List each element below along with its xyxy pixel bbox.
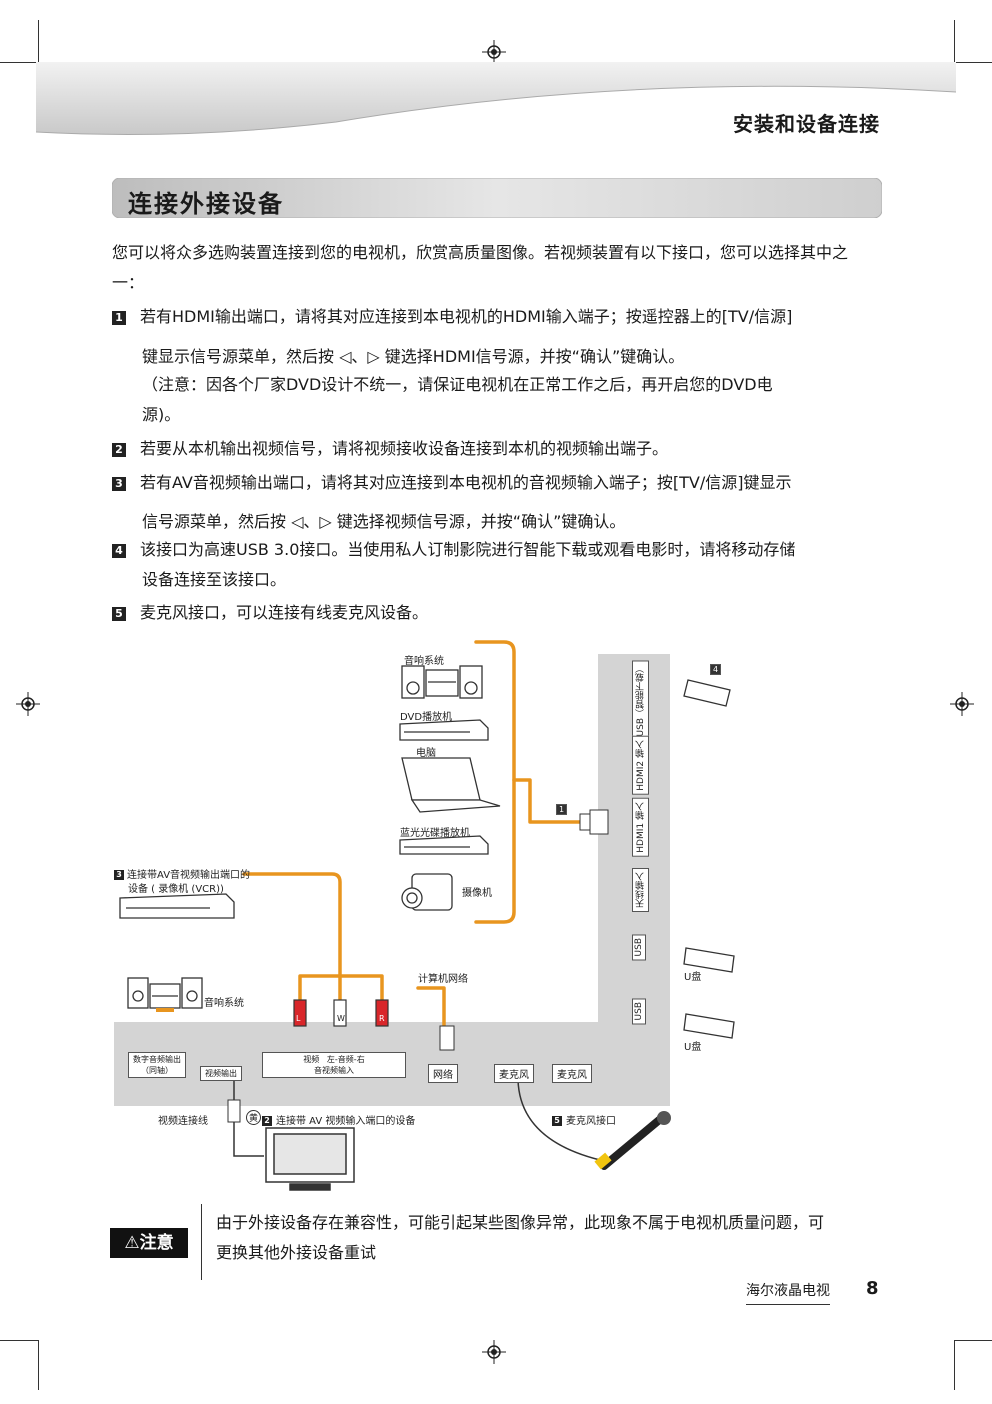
port-label: 音视频输入 — [314, 1066, 354, 1075]
item-text: 若有HDMI输出端口，请将其对应连接到本电视机的HDMI输入端子；按遥控器上的[… — [140, 307, 793, 326]
plug-label: L — [296, 1014, 301, 1023]
usb-disk-label: U盘 — [684, 972, 702, 983]
section-title: 连接外接设备 — [128, 190, 284, 218]
item-number: 4 — [112, 544, 126, 558]
port-label: 数字音频输出 — [133, 1055, 181, 1064]
audio-system-label: 音响系统 — [204, 998, 244, 1009]
item-number: 3 — [112, 477, 126, 491]
item-text: （注意：因各个厂家DVD设计不统一，请保证电视机在正常工作之后，再开启您的DVD… — [142, 375, 773, 394]
intro-text: 您可以将众多选购装置连接到您的电视机，欣赏高质量图像。若视频装置有以下接口，您可… — [112, 243, 849, 292]
port-hdmi1: HDMI1 输入 — [632, 798, 649, 857]
mic-label: 5 麦克风接口 — [552, 1112, 616, 1127]
port-usb: USB — [632, 998, 646, 1025]
item-number: 2 — [112, 443, 126, 457]
port-antenna: 天线输入 — [632, 868, 649, 912]
item-text: 麦克风接口，可以连接有线麦克风设备。 — [140, 603, 429, 622]
label-text: 连接带 AV 视频输入端口的设备 — [276, 1116, 416, 1127]
port-label: 视频 — [303, 1055, 320, 1064]
item-text: 键显示信号源菜单，然后按 ◁、▷ 键选择HDMI信号源，并按“确认”键确认。 — [142, 347, 685, 366]
video-cable-label: 视频连接线 — [158, 1116, 208, 1127]
registration-mark-icon — [482, 1340, 506, 1364]
warning-icon: ⚠ — [124, 1233, 140, 1253]
note-badge-label: 注意 — [139, 1233, 174, 1253]
badge: 1 — [556, 804, 568, 815]
network-label: 计算机网络 — [418, 974, 468, 985]
mic-port: 麦克风 — [494, 1064, 534, 1083]
list-item: 4 该接口为高速USB 3.0接口。当使用私人订制影院进行智能下载或观看电影时，请… — [112, 535, 872, 565]
digital-audio-out-port: 数字音频输出 （同轴） — [128, 1052, 186, 1078]
av-input-port: 视频 左-音频-右 音视频输入 — [262, 1052, 406, 1078]
mic-port: 麦克风 — [552, 1064, 592, 1083]
crop-mark — [0, 62, 38, 63]
network-port: 网络 — [428, 1064, 458, 1083]
section-title-bar — [112, 178, 882, 218]
plug-label: W — [337, 1014, 345, 1023]
crop-mark — [0, 1340, 38, 1341]
usb-disk-label: U盘 — [684, 1042, 702, 1053]
footer-brand: 海尔液晶电视 — [746, 1280, 830, 1305]
item-text: 源)。 — [142, 405, 181, 424]
registration-mark-icon — [950, 692, 974, 716]
port-label: 左 — [326, 1055, 335, 1064]
port-hdmi2: HDMI2 输入 — [632, 736, 649, 795]
note-line-2: 更换其他外接设备重试 — [216, 1243, 377, 1262]
item-text: 设备连接至该接口。 — [142, 570, 287, 589]
crop-mark — [38, 20, 39, 62]
camcorder-label: 摄像机 — [462, 888, 492, 899]
port-label: （同轴） — [141, 1066, 173, 1075]
av-output-device-label: 2 连接带 AV 视频输入端口的设备 — [262, 1112, 415, 1127]
note-badge: ⚠注意 — [110, 1228, 188, 1258]
page-number: 8 — [866, 1278, 879, 1299]
audio-system-label: 音响系统 — [404, 656, 444, 667]
badge: 3 — [114, 870, 124, 880]
plug-label: R — [379, 1014, 385, 1023]
av-device-line: 设备 ( 录像机 (VCR)) — [128, 884, 224, 895]
item-text: 该接口为高速USB 3.0接口。当使用私人订制影院进行智能下载或观看电影时，请将… — [140, 540, 796, 559]
item-text: 若有AV音视频输出端口，请将其对应连接到本电视机的音视频输入端子；按[TV/信源… — [140, 473, 792, 492]
registration-mark-icon — [482, 40, 506, 64]
item-text: 若要从本机输出视频信号，请将视频接收设备连接到本机的视频输出端子。 — [140, 439, 669, 458]
bluray-label: 蓝光光碟播放机 — [400, 828, 470, 839]
note-text: 由于外接设备存在兼容性，可能引起某些图像异常，此现象不属于电视机质量问题，可 更… — [216, 1208, 886, 1268]
list-item: 1 若有HDMI输出端口，请将其对应连接到本电视机的HDMI输入端子；按遥控器上的… — [112, 302, 872, 332]
item-number: 5 — [112, 607, 126, 621]
note-line-1: 由于外接设备存在兼容性，可能引起某些图像异常，此现象不属于电视机质量问题，可 — [216, 1213, 825, 1232]
badge: 4 — [710, 664, 722, 675]
port-label: 右 — [356, 1055, 365, 1064]
header-swoosh — [36, 62, 956, 135]
av-device-line: 连接带AV音视频输出端口的 — [127, 870, 251, 881]
list-item: 2 若要从本机输出视频信号，请将视频接收设备连接到本机的视频输出端子。 — [112, 434, 872, 464]
item-text: 信号源菜单，然后按 ◁、▷ 键选择视频信号源，并按“确认”键确认。 — [142, 512, 626, 531]
dvd-player-label: DVD播放机 — [400, 712, 453, 723]
port-label: -音频- — [334, 1055, 357, 1064]
list-item: 5 麦克风接口，可以连接有线麦克风设备。 — [112, 598, 872, 628]
yellow-marker: 黄 — [246, 1110, 262, 1125]
badge: 5 — [552, 1116, 562, 1126]
badge: 2 — [262, 1116, 272, 1126]
port-usb-smart: USB（智能下载） — [632, 660, 649, 741]
note-divider — [201, 1204, 202, 1280]
registration-mark-icon — [16, 692, 40, 716]
port-usb: USB — [632, 934, 646, 961]
list-item: 3 若有AV音视频输出端口，请将其对应连接到本电视机的音视频输入端子；按[TV/信… — [112, 468, 872, 498]
crop-mark — [38, 1340, 39, 1390]
label-text: 麦克风接口 — [566, 1116, 616, 1127]
crop-mark — [954, 1340, 992, 1341]
computer-label: 电脑 — [416, 748, 436, 759]
item-number: 1 — [112, 311, 126, 325]
video-out-port: 视频输出 — [200, 1066, 242, 1081]
crop-mark — [954, 62, 992, 63]
crop-mark — [954, 1340, 955, 1390]
chapter-title: 安装和设备连接 — [733, 112, 880, 136]
crop-mark — [954, 20, 955, 62]
